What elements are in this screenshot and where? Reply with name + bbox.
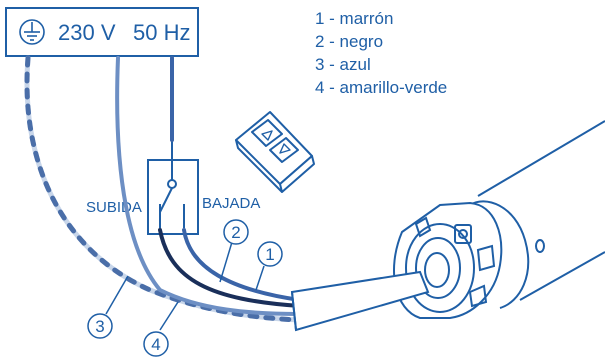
switch-down-label: BAJADA	[202, 195, 260, 212]
callout-2: 2	[219, 219, 249, 283]
switch-icon	[147, 140, 199, 235]
supply-frequency: 50 Hz	[133, 20, 190, 45]
callout-1-label: 1	[265, 245, 274, 264]
callout-2-label: 2	[231, 223, 240, 242]
wire-color-legend: 1 - marrón 2 - negro 3 - azul 4 - amaril…	[315, 9, 447, 97]
callout-3-label: 3	[95, 317, 104, 336]
callout-4-label: 4	[151, 335, 160, 354]
callout-4: 4	[143, 301, 179, 357]
ground-icon	[19, 19, 45, 45]
two-button-switch-icon	[235, 111, 315, 193]
supply-voltage: 230 V	[58, 20, 116, 45]
legend-item-4: 4 - amarillo-verde	[315, 78, 447, 97]
legend-item-2: 2 - negro	[315, 32, 383, 51]
callout-3: 3	[87, 275, 129, 339]
wiring	[24, 55, 430, 332]
callout-1: 1	[255, 241, 283, 291]
legend-item-3: 3 - azul	[315, 55, 371, 74]
legend-item-1: 1 - marrón	[315, 9, 393, 28]
power-supply-box: 230 V 50 Hz	[5, 7, 199, 57]
switch-up-label: SUBIDA	[86, 199, 142, 216]
